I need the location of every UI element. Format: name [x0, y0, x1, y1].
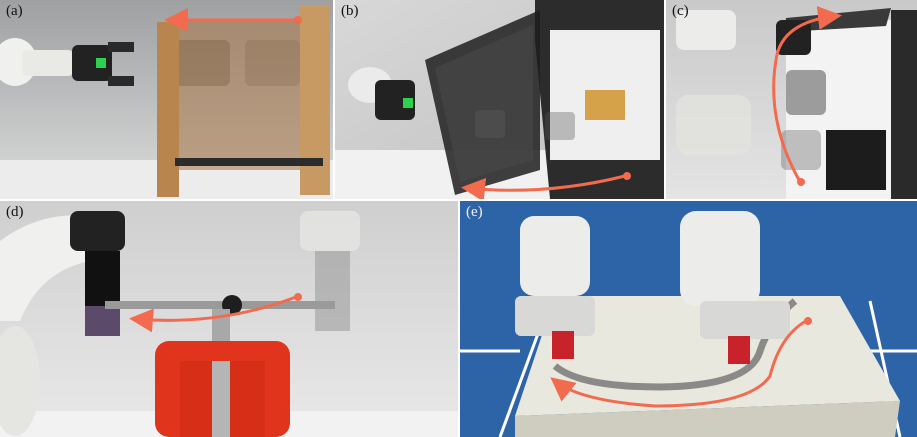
robot-wrist [70, 211, 125, 251]
panel-b-scene [335, 0, 664, 199]
gripper-finger-bottom [108, 76, 134, 86]
gripper-ghost-1 [475, 110, 505, 138]
panel-b-microwave: (b) [335, 0, 664, 199]
sim-block-left [552, 331, 574, 359]
sim-table-side [515, 401, 900, 437]
sensor-led-icon [96, 58, 106, 68]
trajectory-arrow [461, 174, 626, 199]
drawer-front [157, 22, 179, 197]
robot-arm-base [0, 326, 40, 436]
panel-d-vise: (d) [0, 201, 458, 437]
sim-block-right [728, 336, 750, 364]
panel-c-scene [666, 0, 917, 199]
gripper-ghost-1 [786, 70, 826, 115]
sim-robot-left-link [520, 216, 590, 296]
sim-robot-right-link [680, 211, 760, 306]
trajectory-arrow [550, 319, 807, 408]
gripper-ghost-2 [545, 112, 575, 140]
sim-gripper-right [700, 301, 790, 339]
panel-label: (a) [6, 3, 23, 19]
gripper-body [375, 80, 415, 120]
gripper-body [776, 20, 811, 55]
trajectory-start-dot [294, 293, 302, 301]
door-window [435, 25, 533, 182]
panel-a-scene [0, 0, 333, 199]
drawer-rail [175, 158, 323, 166]
gripper-finger-top [108, 42, 134, 52]
trajectory-start-dot [294, 16, 302, 24]
panel-a-drawer: (a) [0, 0, 333, 199]
sensor-led-icon [403, 98, 413, 108]
appliance-panel [826, 130, 886, 190]
robot-arm-link-lower [676, 95, 751, 155]
panel-d-scene [0, 201, 458, 437]
gripper-fingers [85, 306, 120, 336]
gripper-body [72, 45, 112, 81]
vise-handle-bar [105, 301, 335, 309]
panel-e-scene [460, 201, 917, 437]
trajectory-arrow [129, 295, 297, 333]
vise-screw-lower [212, 361, 230, 437]
panel-label: (b) [341, 3, 359, 19]
sim-gripper-left [515, 296, 595, 336]
panel-c-lid: (c) [666, 0, 917, 199]
gripper-ghost [315, 251, 350, 331]
gripper-ghost-2 [781, 130, 821, 170]
robot-arm-ghost [300, 211, 360, 251]
robot-arm-link [22, 50, 74, 76]
panel-label: (c) [672, 3, 689, 19]
appliance-edge [891, 10, 917, 199]
panel-e-simulation: (e) [460, 201, 917, 437]
robot-arm-left [0, 215, 90, 321]
gripper-body [85, 251, 120, 306]
cabinet-panel [300, 5, 330, 195]
microwave-item [585, 90, 625, 120]
trajectory-arrow [772, 6, 842, 181]
trajectory-start-dot [804, 317, 812, 325]
panel-label: (d) [6, 204, 24, 220]
panel-label: (e) [466, 204, 483, 220]
robot-arm-link-upper [676, 10, 736, 50]
trajectory-start-dot [623, 172, 631, 180]
